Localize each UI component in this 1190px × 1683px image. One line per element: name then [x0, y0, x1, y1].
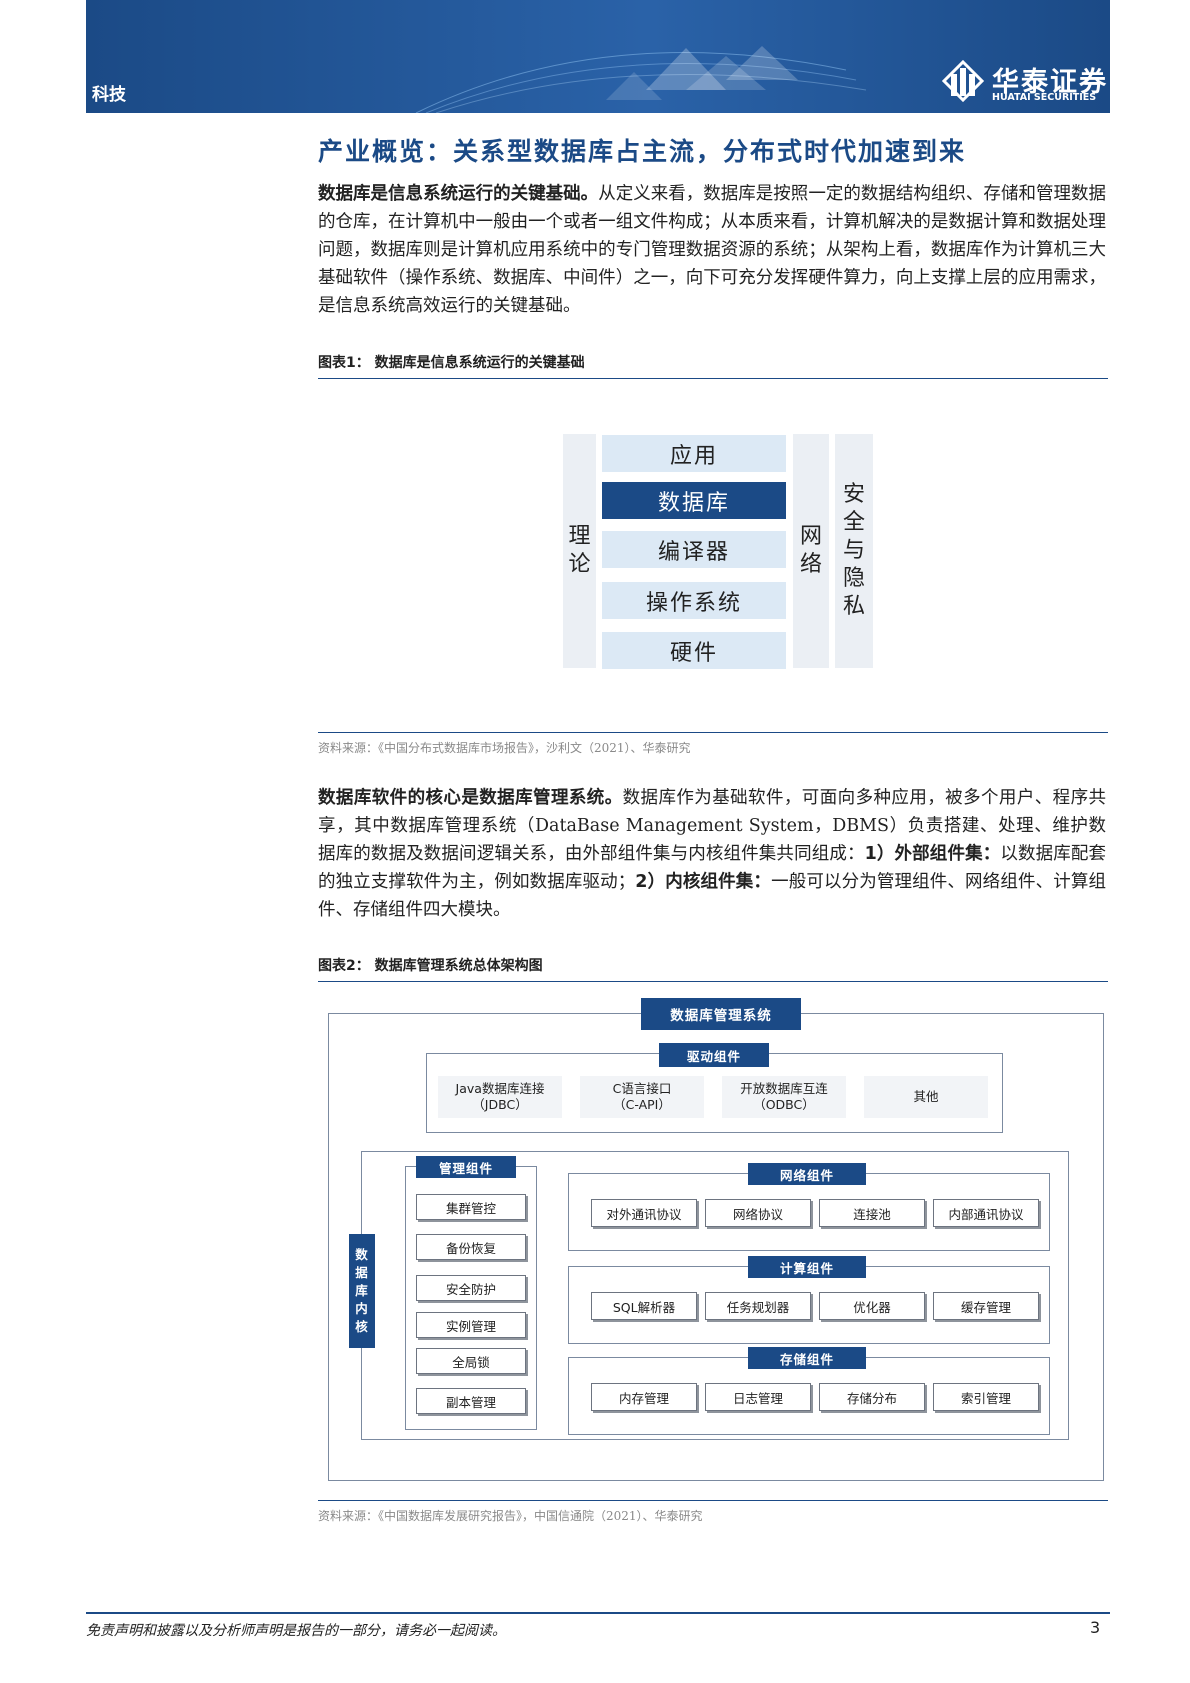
driver-component-title: 驱动组件 [659, 1043, 769, 1067]
footer-disclaimer: 免责声明和披露以及分析师声明是报告的一部分，请务必一起阅读。 [86, 1623, 506, 1639]
paragraph-2-num-2: 2） [635, 872, 666, 892]
layer-operating-system: 操作系统 [602, 582, 786, 619]
layer-database: 数据库 [602, 482, 786, 519]
logo-english: HUATAI SECURITIES [992, 92, 1097, 103]
dbms-title: 数据库管理系统 [641, 998, 801, 1030]
driver-jdbc-line2: （JDBC） [472, 1097, 528, 1112]
driver-other: 其他 [864, 1076, 988, 1118]
theory-label: 理论 [568, 524, 591, 577]
driver-jdbc-line1: Java数据库连接 [455, 1081, 545, 1096]
figure-1-diagram: 理论 网络 安全与隐私 [563, 434, 873, 668]
page-number: 3 [1090, 1618, 1101, 1637]
paragraph-2-num-1: 1） [864, 844, 895, 864]
management-component-title: 管理组件 [416, 1156, 516, 1178]
security-privacy-column: 安全与隐私 [835, 434, 873, 668]
driver-other-label: 其他 [913, 1089, 939, 1104]
paragraph-2-body-b: 以数据库配套的独立支撑软件为主，例如数据库驱动； [318, 844, 1107, 892]
figure-2-caption: 图表2： 数据库管理系统总体架构图 [318, 955, 1108, 982]
storage-log-management: 日志管理 [705, 1383, 811, 1411]
network-internal-protocol: 内部通讯协议 [933, 1199, 1039, 1227]
compute-task-planner: 任务规划器 [705, 1292, 811, 1320]
network-external-protocol: 对外通讯协议 [591, 1199, 697, 1227]
security-privacy-label: 安全与隐私 [842, 482, 865, 619]
driver-c-api-line2: （C-API） [613, 1097, 671, 1112]
paragraph-1-lead: 数据库是信息系统运行的关键基础。 [318, 184, 599, 204]
storage-index-management: 索引管理 [933, 1383, 1039, 1411]
paragraph-2-lead: 数据库软件的核心是数据库管理系统。 [318, 788, 623, 808]
paragraph-2-body-c: 一般可以分为管理组件、网络组件、计算组件、存储组件四大模块。 [318, 872, 1106, 920]
paragraph-2-label-2: 内核组件集： [665, 872, 772, 892]
storage-memory-management: 内存管理 [591, 1383, 697, 1411]
section-tag: 科技 [92, 85, 126, 105]
driver-odbc-line2: （ODBC） [753, 1097, 815, 1112]
network-label: 网络 [799, 524, 822, 577]
kernel-label-box: 数据库内核 [349, 1234, 375, 1348]
driver-c-api-line1: C语言接口 [612, 1081, 672, 1096]
storage-distribution: 存储分布 [819, 1383, 925, 1411]
management-cluster-control: 集群管控 [416, 1194, 526, 1220]
header-decoration [86, 0, 1110, 113]
page-header: 科技 华泰证券 HUATAI SECURITIES [86, 0, 1110, 113]
huatai-logo: 华泰证券 HUATAI SECURITIES [942, 58, 1106, 106]
paragraph-1-body: 从定义来看，数据库是按照一定的数据结构组织、存储和管理数据的仓库，在计算机中一般… [318, 184, 1107, 316]
network-component-title: 网络组件 [748, 1163, 866, 1185]
theory-column: 理论 [563, 434, 596, 668]
logo-chinese: 华泰证券 [992, 67, 1108, 98]
huatai-logo-icon [942, 60, 984, 102]
paragraph-2-label-1: 外部组件集： [894, 844, 1001, 864]
management-backup-restore: 备份恢复 [416, 1234, 526, 1260]
driver-odbc: 开放数据库互连（ODBC） [722, 1076, 846, 1118]
paragraph-2-body-a: 数据库作为基础软件，可面向多种应用，被多个用户、程序共享，其中数据库管理系统（D… [318, 788, 1107, 864]
figure-1-caption: 图表1： 数据库是信息系统运行的关键基础 [318, 352, 1108, 379]
layer-compiler: 编译器 [602, 531, 786, 568]
figure-1-source: 资料来源：《中国分布式数据库市场报告》，沙利文（2021）、华泰研究 [318, 732, 1108, 756]
compute-optimizer: 优化器 [819, 1292, 925, 1320]
kernel-label: 数据库内核 [355, 1247, 369, 1334]
driver-odbc-line1: 开放数据库互连 [740, 1081, 828, 1096]
footer-divider [86, 1612, 1110, 1614]
compute-component-title: 计算组件 [748, 1256, 866, 1278]
storage-component-title: 存储组件 [748, 1347, 866, 1369]
network-protocol: 网络协议 [705, 1199, 811, 1227]
compute-sql-parser: SQL解析器 [591, 1292, 697, 1320]
management-replica: 副本管理 [416, 1388, 526, 1414]
layer-hardware: 硬件 [602, 632, 786, 669]
figure-2-source: 资料来源：《中国数据库发展研究报告》，中国信通院（2021）、华泰研究 [318, 1500, 1108, 1524]
management-instance: 实例管理 [416, 1312, 526, 1338]
network-connection-pool: 连接池 [819, 1199, 925, 1227]
paragraph-1: 数据库是信息系统运行的关键基础。从定义来看，数据库是按照一定的数据结构组织、存储… [318, 180, 1106, 320]
page-title: 产业概览：关系型数据库占主流，分布式时代加速到来 [318, 137, 967, 166]
compute-cache-management: 缓存管理 [933, 1292, 1039, 1320]
paragraph-2: 数据库软件的核心是数据库管理系统。数据库作为基础软件，可面向多种应用，被多个用户… [318, 784, 1106, 924]
driver-jdbc: Java数据库连接（JDBC） [438, 1076, 562, 1118]
layer-application: 应用 [602, 435, 786, 472]
management-global-lock: 全局锁 [416, 1348, 526, 1374]
driver-c-api: C语言接口（C-API） [580, 1076, 704, 1118]
management-security: 安全防护 [416, 1275, 526, 1301]
network-column: 网络 [793, 434, 829, 668]
